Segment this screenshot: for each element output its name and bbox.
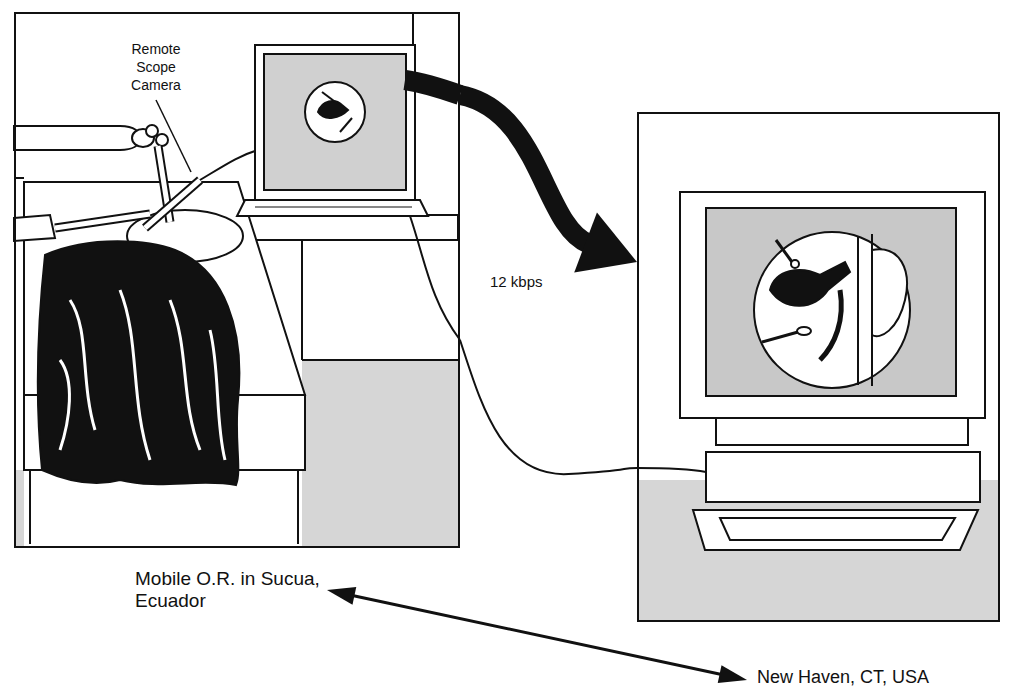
connector [460,340,637,474]
connector [460,95,637,272]
instrument-ring [146,125,158,137]
gallbladder [770,262,850,306]
leader-line [156,100,191,172]
scope-shaft [145,180,200,228]
monitor-stand [716,418,968,445]
drape-fold [210,330,225,460]
monitor-bezel [680,192,985,418]
data-cable [460,340,637,474]
location-heading: New Haven, CT, USA [757,667,929,687]
drape-fold [60,360,69,450]
counter-front [302,359,458,361]
table-leg [297,470,299,544]
laptop-base [237,200,428,216]
keyboard [693,510,978,550]
workstation [637,192,998,620]
data-cable [637,468,706,472]
drape-fold [120,290,150,460]
monitor-screen [706,208,956,396]
instrument-shaft [55,214,150,228]
callout-label: Remote Scope Camera [121,40,191,94]
transmission-arrow [405,80,460,95]
floor-shade [302,360,458,546]
surgical-drape [38,241,239,485]
arrow-head [574,213,637,273]
instrument-ring [156,134,168,146]
surgeon-arm [14,126,140,150]
grasper [776,240,792,262]
scope-view [305,82,365,142]
drape-folds [60,290,225,460]
surgeon-arm [14,215,55,241]
drape-fold [170,300,200,450]
dissector-tip [797,327,811,335]
wall-edge [16,177,24,179]
location-heading: Mobile O.R. in Sucua, Ecuador [135,568,350,612]
computer-case [706,452,980,502]
laptop-display [264,54,406,190]
floor-shade [16,470,24,546]
laptop-keyboard [255,207,412,208]
instrument-shaft [55,214,150,228]
tissue-line [857,236,859,385]
scope-view [754,232,910,388]
gallbladder [318,101,348,118]
bile-duct [820,290,841,360]
scope-shaft [145,180,200,228]
grasper-tip [791,260,799,268]
panel-frame: New Haven, CT, USA [637,112,1000,622]
intestine [872,249,907,336]
laptop-screen [255,45,415,200]
operating-room [14,14,460,546]
counter-front [301,240,303,360]
scope-cable [200,150,258,180]
panel-frame: Mobile O.R. in Sucua, Ecuador [14,12,460,548]
arrow-head [327,587,356,605]
dissector [762,332,798,342]
link-line [352,595,721,674]
data-cable [410,216,460,340]
transmission-arrow [460,95,588,244]
arrow-head [718,665,747,683]
grasper [322,92,338,104]
table-leg [29,470,31,544]
keyboard-keys [720,518,955,540]
bandwidth-label: 12 kbps [490,272,543,292]
drape-fold [70,300,95,430]
connector [327,587,747,683]
grasper [340,118,352,132]
